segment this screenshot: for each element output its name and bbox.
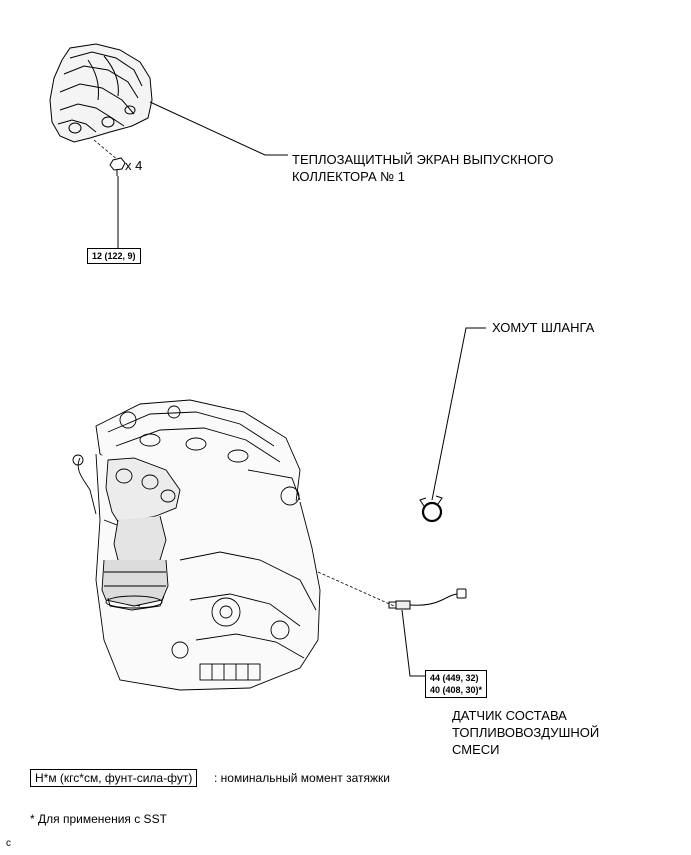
af-sensor-label: ДАТЧИК СОСТАВА ТОПЛИВОВОЗДУШНОЙ СМЕСИ <box>452 707 599 758</box>
sensor-dash-line <box>317 571 395 607</box>
engine-illustration <box>72 399 321 691</box>
af-sensor-label-line3: СМЕСИ <box>452 742 500 757</box>
torque-unit-legend-box: Н*м (кгс*см, фунт-сила-фут) <box>30 769 198 787</box>
heat-shield-illustration <box>49 43 153 143</box>
bolt-quantity: x 4 <box>125 158 143 173</box>
af-sensor-torque-line2: 40 (408, 30)* <box>430 685 483 695</box>
af-sensor-torque-box: 44 (449, 32) 40 (408, 30)* <box>425 670 488 698</box>
af-sensor-label-line1: ДАТЧИК СОСТАВА <box>452 708 567 723</box>
corner-code: c <box>6 838 11 849</box>
heat-shield-dash-line <box>93 139 119 161</box>
heat-shield-label: ТЕПЛОЗАЩИТНЫЙ ЭКРАН ВЫПУСКНОГО КОЛЛЕКТОР… <box>292 151 554 185</box>
af-sensor-torque-line1: 44 (449, 32) <box>430 673 479 683</box>
heat-shield-label-line1: ТЕПЛОЗАЩИТНЫЙ ЭКРАН ВЫПУСКНОГО <box>292 152 554 167</box>
hose-clamp-illustration <box>419 495 443 523</box>
sst-footnote: * Для применения с SST <box>30 812 167 826</box>
heat-shield-bolt <box>109 157 126 176</box>
sensor-torque-leader <box>401 609 425 677</box>
hose-clamp-label: ХОМУТ ШЛАНГА <box>492 320 595 335</box>
heat-shield-torque-value: 12 (122, 9) <box>92 251 136 261</box>
heat-shield-leader <box>149 101 288 156</box>
heat-shield-label-line2: КОЛЛЕКТОРА № 1 <box>292 169 406 184</box>
torque-unit-legend-text: : номинальный момент затяжки <box>214 771 390 785</box>
hose-clamp-leader <box>431 327 486 501</box>
heat-shield-torque-box: 12 (122, 9) <box>87 248 141 264</box>
af-sensor-illustration <box>388 588 467 610</box>
af-sensor-label-line2: ТОПЛИВОВОЗДУШНОЙ <box>452 725 600 740</box>
